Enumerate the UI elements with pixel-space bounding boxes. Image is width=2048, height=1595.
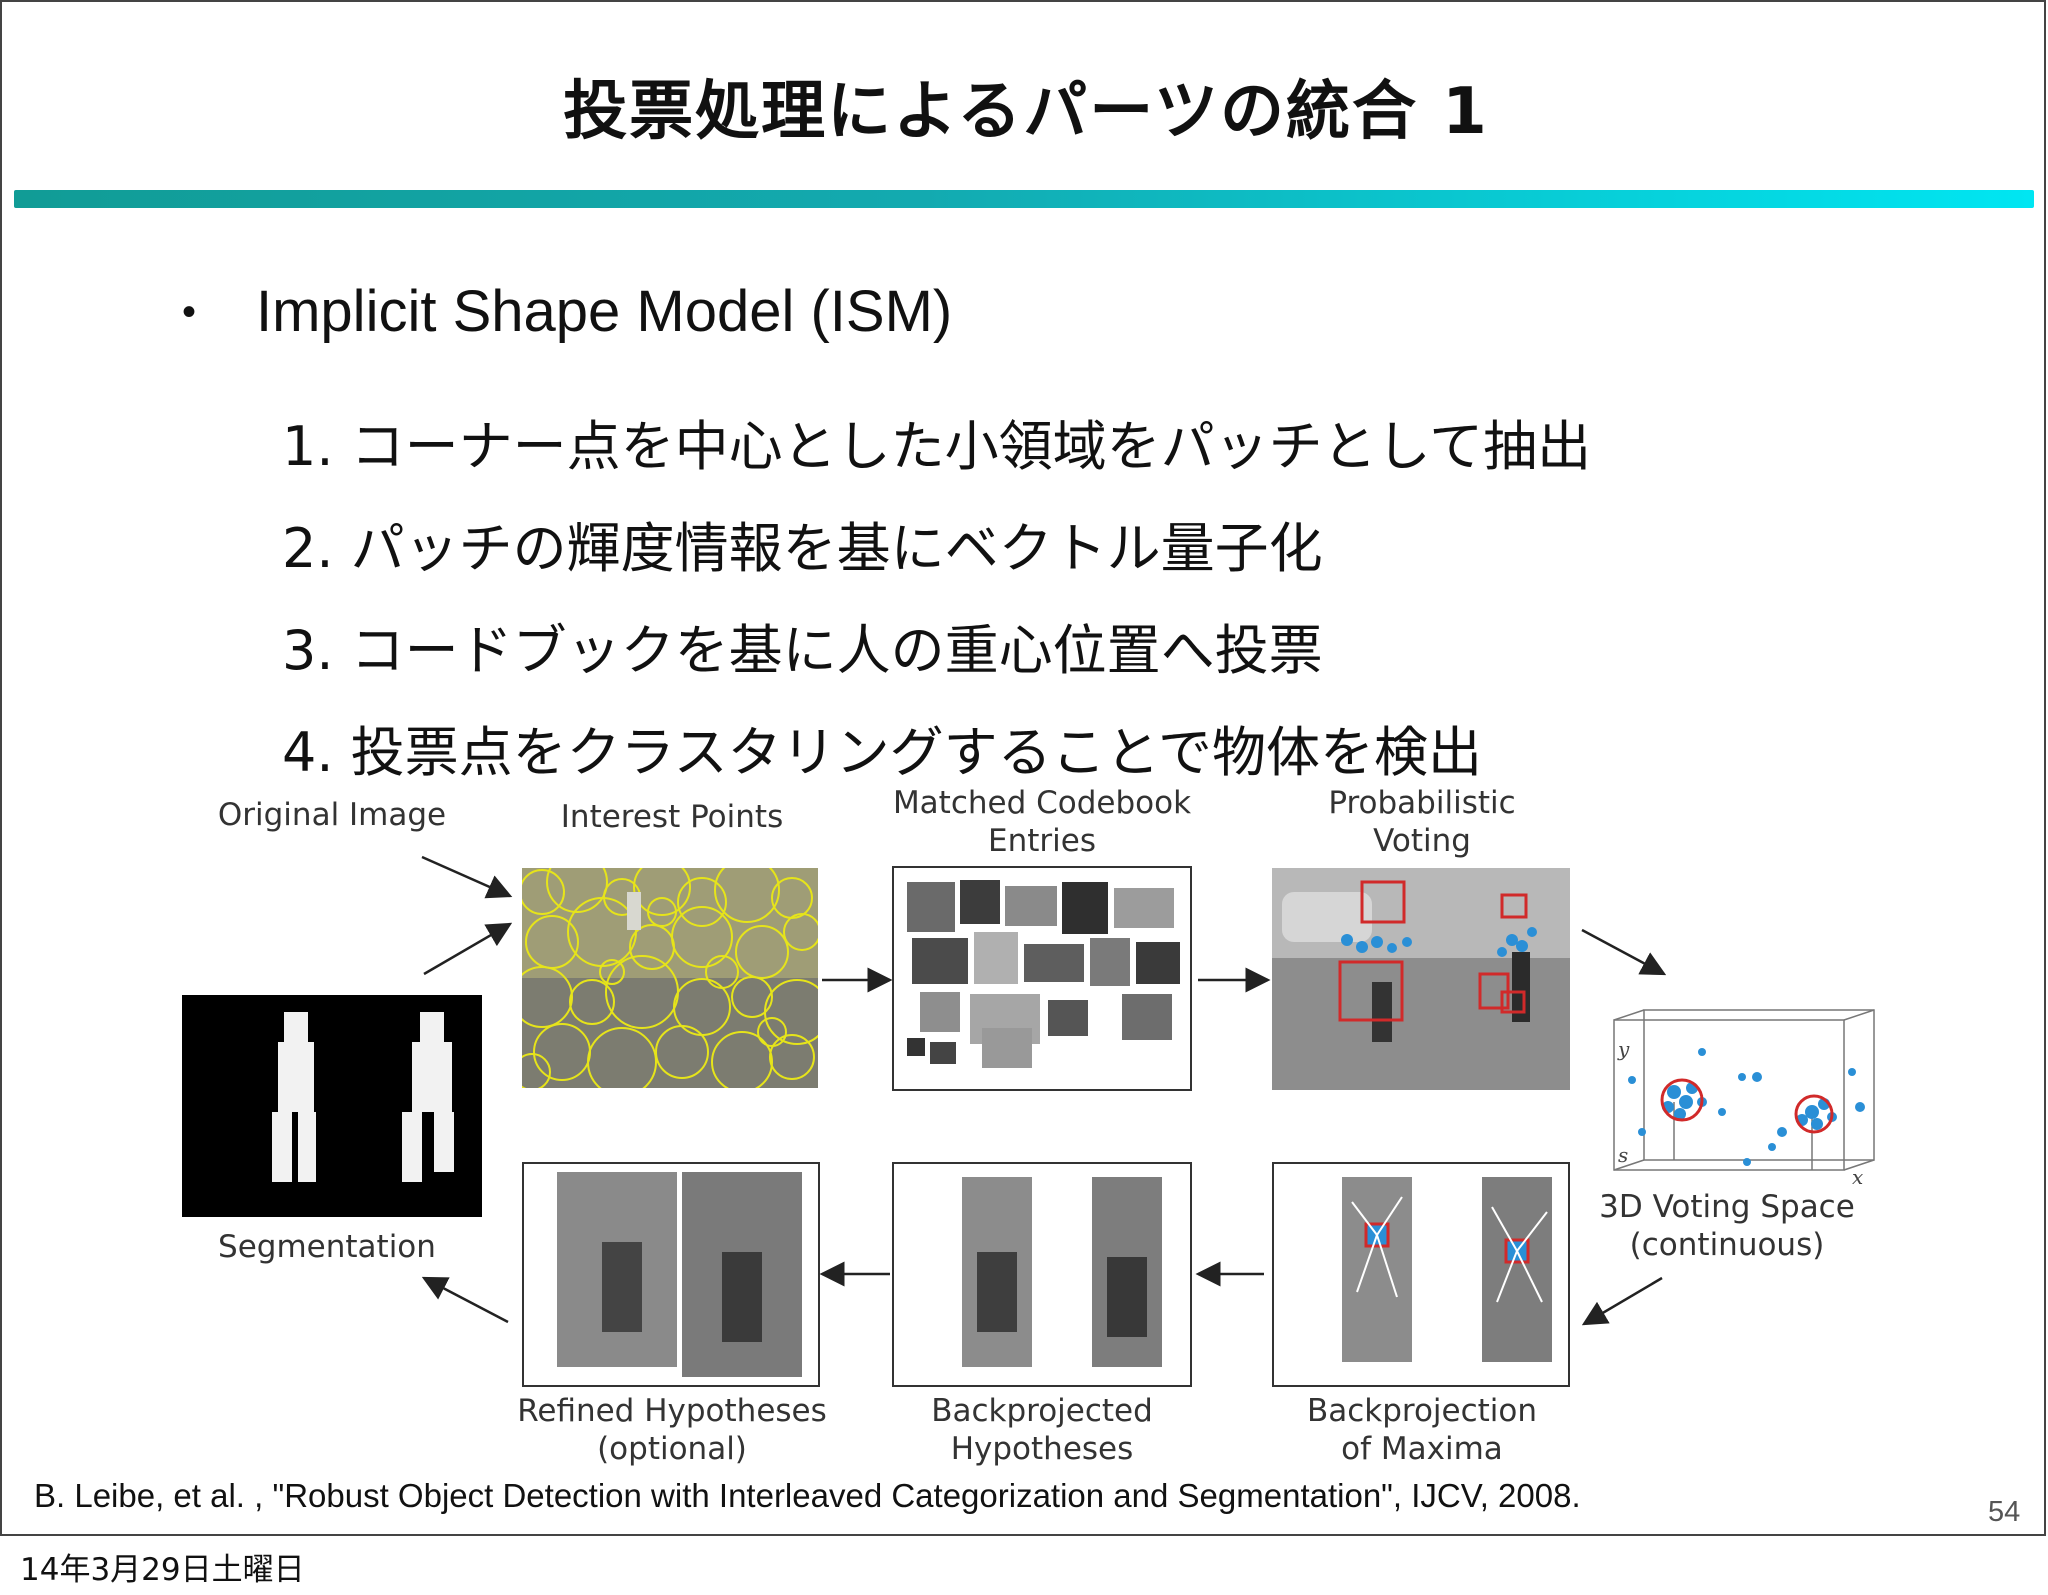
bullet-dot: • <box>182 290 197 334</box>
step-1: 1. コーナー点を中心とした小領域をパッチとして抽出 <box>282 415 1592 478</box>
axis-s-label: s <box>1618 1143 1628 1167</box>
title-rule <box>14 190 2034 208</box>
label-matched-codebook: Matched Codebook Entries <box>882 784 1202 860</box>
interest-point-circles <box>522 868 818 1088</box>
bullet-text: Implicit Shape Model (ISM) <box>256 279 953 344</box>
label-backprojected-hypotheses: Backprojected Hypotheses <box>902 1392 1182 1468</box>
label-refined-line1: Refined Hypotheses <box>517 1393 827 1429</box>
flow-arrows <box>421 855 1667 1326</box>
segmentation-silhouettes <box>272 1012 454 1182</box>
axis-x-label: x <box>1852 1165 1863 1189</box>
voting-photo <box>1272 868 1570 1090</box>
label-matched-codebook-line1: Matched Codebook <box>892 785 1192 821</box>
label-voting-space-line1: 3D Voting Space <box>1599 1189 1855 1225</box>
label-backprojection-line1: Backprojection <box>1306 1393 1538 1429</box>
page-number: 54 <box>1988 1496 2021 1528</box>
step-2: 2. パッチの輝度情報を基にベクトル量子化 <box>282 517 1323 580</box>
label-probabilistic-line2: Voting <box>1373 823 1471 859</box>
backprojected-silhouettes <box>962 1177 1162 1367</box>
voting-space-maxima <box>1660 1078 1834 1134</box>
step-4: 4. 投票点をクラスタリングすることで物体を検出 <box>282 721 1482 784</box>
slide: 投票処理によるパーツの統合 1 • Implicit Shape Model (… <box>0 0 2046 1536</box>
voting-space-points <box>1628 1048 1865 1166</box>
label-backprojected-line2: Hypotheses <box>950 1431 1134 1467</box>
citation: B. Leibe, et al. , "Robust Object Detect… <box>34 1477 1581 1514</box>
label-original-image: Original Image <box>217 797 447 833</box>
voting-space-cube <box>1613 1009 1875 1171</box>
maxima-silhouettes <box>1342 1177 1552 1362</box>
label-probabilistic-voting: Probabilistic Voting <box>1282 784 1562 860</box>
label-matched-codebook-line2: Entries <box>988 823 1096 859</box>
label-voting-space: 3D Voting Space (continuous) <box>1592 1188 1862 1264</box>
slide-title: 投票処理によるパーツの統合 1 <box>563 75 1489 149</box>
label-voting-space-line2: (continuous) <box>1629 1227 1825 1263</box>
date-footer: 14年3月29日土曜日 <box>20 1552 305 1588</box>
label-segmentation: Segmentation <box>218 1229 436 1265</box>
label-backprojected-line1: Backprojected <box>931 1393 1153 1429</box>
label-probabilistic-line1: Probabilistic <box>1328 785 1516 821</box>
step-3: 3. コードブックを基に人の重心位置へ投票 <box>282 619 1323 682</box>
codebook-patches <box>907 880 1180 1068</box>
label-backprojection: Backprojection of Maxima <box>1282 1392 1562 1468</box>
axis-y-label: y <box>1617 1037 1630 1061</box>
label-interest-points: Interest Points <box>560 799 784 835</box>
label-refined-hypotheses: Refined Hypotheses (optional) <box>502 1392 842 1468</box>
refined-silhouettes <box>557 1172 802 1377</box>
label-backprojection-line2: of Maxima <box>1341 1431 1503 1467</box>
label-refined-line2: (optional) <box>597 1431 747 1467</box>
